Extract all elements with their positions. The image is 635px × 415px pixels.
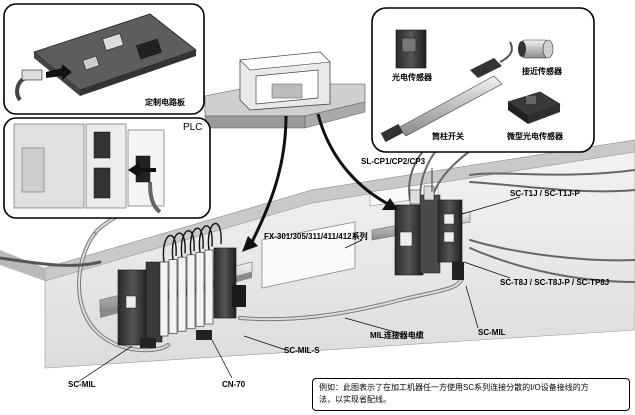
arrow-to-right-assembly — [316, 113, 398, 210]
fx-amplifier-unit — [195, 252, 205, 327]
fx-amplifier-unit — [177, 256, 187, 332]
label-sl-cp: SL-CP1/CP2/CP3 — [361, 157, 426, 166]
callout-plc — [3, 117, 211, 219]
label-micro-photo-sensor: 微型光电传感器 — [507, 132, 563, 141]
cylinder-switch-image — [380, 41, 513, 143]
label-sc-t1j: SC-T1J / SC-T1J-P — [510, 189, 580, 198]
callout-custom-board — [3, 3, 205, 115]
fiber-cable — [171, 232, 186, 260]
label-sc-mil-s: SC-MIL-S — [284, 346, 320, 355]
fx-amplifier-unit — [204, 249, 214, 325]
leader-lines — [77, 168, 521, 383]
example-note: 例如：此图表示了在加工机器任一方使用SC系列连接分散的I/O设备接线的方 法，以… — [312, 378, 630, 411]
label-custom-board: 定制电路板 — [145, 98, 185, 107]
fiber-cable — [180, 230, 195, 258]
cable-bundle — [0, 117, 635, 353]
example-note-line2: 法，以实现省配线。 — [319, 395, 391, 404]
label-cylinder-switch: 筒柱开关 — [432, 132, 464, 141]
example-note-line1: 例如：此图表示了在加工机器任一方使用SC系列连接分散的I/O设备接线的方 — [319, 383, 589, 392]
processing-machine — [204, 51, 366, 129]
fx-amplifier-unit — [168, 259, 178, 334]
fiber-cable — [162, 234, 177, 263]
label-proximity-sensor: 接近传感器 — [522, 67, 562, 76]
fiber-cable — [207, 222, 222, 251]
label-photo-sensor: 光电传感器 — [392, 73, 432, 82]
fiber-cable — [189, 227, 204, 255]
fx-amplifier-unit — [159, 261, 169, 337]
micro-photo-sensor-image — [507, 91, 561, 124]
label-mil-cable: MIL连接器电缆 — [370, 331, 424, 340]
label-fx-series: FX-301/305/311/411/412系列 — [264, 232, 368, 241]
proximity-sensor-image — [518, 39, 554, 59]
sc-terminal-assembly — [394, 185, 464, 280]
label-sc-t8j: SC-T8J / SC-T8J-P / SC-TP8J — [500, 278, 610, 287]
fx-amplifier-unit — [186, 254, 196, 330]
label-sc-mil-left: SC-MIL — [68, 380, 96, 389]
callout-sensors — [371, 7, 595, 153]
label-cn70: CN-70 — [222, 380, 246, 389]
photo-sensor-image — [395, 29, 427, 69]
label-sc-mil-right: SC-MIL — [478, 328, 506, 337]
label-plc: PLC — [183, 122, 203, 133]
fx-amplifier-assembly — [117, 222, 246, 348]
fiber-cable — [198, 225, 213, 253]
arrow-to-left-assembly — [242, 115, 288, 252]
